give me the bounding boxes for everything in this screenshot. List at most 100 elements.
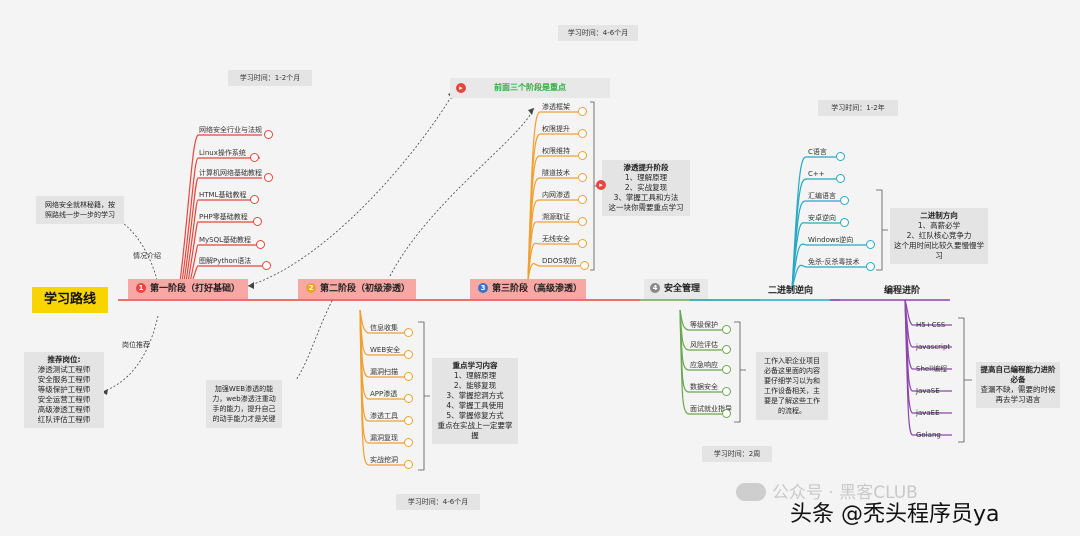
coding-item[interactable]: Shell编程 [916,365,948,373]
stage2-item[interactable]: 信息收集 [370,324,398,332]
manage-item[interactable]: 面试就业指导 [690,405,732,413]
note-line: 这个用时间比较久要慢慢学习 [894,241,984,260]
expand-icon[interactable] [836,174,845,183]
expand-icon[interactable] [578,151,587,160]
reverse-note: 二进制方向 1、高薪必学 2、红队核心竞争力 这个用时间比较久要慢慢学习 [890,208,988,264]
stage3-item[interactable]: 无线安全 [542,235,570,243]
expand-icon[interactable] [262,261,271,270]
reverse-item[interactable]: 免杀-反杀毒技术 [808,258,860,266]
expand-icon[interactable] [722,409,731,418]
coding-item[interactable]: JavaSE [916,387,940,395]
expand-icon[interactable] [840,218,849,227]
wechat-icon [736,483,766,501]
stage1-item[interactable]: 图解Python语法 [199,257,252,265]
expand-icon[interactable] [404,416,413,425]
note-line: 1、理解原理 [624,173,668,182]
job-line: 推荐岗位: [47,355,81,364]
highlight-label: 前面三个阶段是重点 [494,83,566,92]
expand-icon[interactable] [578,173,587,182]
reverse-item[interactable]: 汇编语言 [808,192,836,200]
stage3-item[interactable]: 内网渗透 [542,191,570,199]
expand-icon[interactable] [840,196,849,205]
expand-icon[interactable] [866,240,875,249]
expand-icon[interactable] [250,195,259,204]
stage1-item[interactable]: Linux操作系统 [199,149,246,157]
stage3-item[interactable]: 权限提升 [542,125,570,133]
expand-icon[interactable] [578,217,587,226]
note-line: 4、掌握工具使用 [446,401,504,410]
stage3-item[interactable]: 隧道技术 [542,169,570,177]
coding-note: 提高自己编程能力进阶必备 查漏不缺，需要的时候再去学习语言 [976,362,1060,408]
expand-icon[interactable] [722,345,731,354]
expand-icon[interactable] [404,350,413,359]
manage-item[interactable]: 数据安全 [690,383,718,391]
expand-icon[interactable] [578,107,587,116]
expand-icon[interactable] [578,129,587,138]
stage2-item[interactable]: 漏洞复现 [370,434,398,442]
stage2-item[interactable]: 漏洞扫描 [370,368,398,376]
expand-icon[interactable] [264,173,273,182]
expand-icon[interactable] [866,262,875,271]
expand-icon[interactable] [253,217,262,226]
note-line: 3、掌握挖洞方式 [446,391,504,400]
coding-item[interactable]: Golang [916,431,941,439]
expand-icon[interactable] [578,195,587,204]
expand-icon[interactable] [256,240,265,249]
stage3-item[interactable]: 权限维持 [542,147,570,155]
flag-icon: ▸ [456,83,466,93]
expand-icon[interactable] [404,460,413,469]
stage2-label: 第二阶段（初级渗透） [320,284,411,294]
stage3-item[interactable]: DDOS攻防 [542,257,577,265]
expand-icon[interactable] [404,438,413,447]
stage3-label: 第三阶段（高级渗透） [492,284,583,294]
manage-item[interactable]: 等级保护 [690,321,718,329]
reverse-item[interactable]: C++ [808,170,825,178]
expand-icon[interactable] [404,394,413,403]
stage3-item[interactable]: 溯源取证 [542,213,570,221]
job-line: 等级保护工程师 [37,385,91,394]
expand-icon[interactable] [722,387,731,396]
manage-note: 工作入职企业项目必备这里面的内容要仔细学习以为和工作设备相关，主要是了解这些工作… [756,352,828,420]
stage1-item[interactable]: 网络安全行业与法规 [199,126,262,134]
expand-icon[interactable] [404,372,413,381]
coding-item[interactable]: javascript [916,343,951,351]
reverse-item[interactable]: Windows逆向 [808,236,854,244]
stage1-item[interactable]: HTML基础教程 [199,191,247,199]
stage1-item[interactable]: PHP零基础教程 [199,213,248,221]
stage1-item[interactable]: MySQL基础教程 [199,236,252,244]
expand-icon[interactable] [722,325,731,334]
coding-item[interactable]: H5+CSS [916,321,946,329]
root-node[interactable]: 学习路线 [32,287,108,313]
expand-icon[interactable] [722,365,731,374]
manage-item[interactable]: 风险评估 [690,341,718,349]
expand-icon[interactable] [578,239,587,248]
expand-icon[interactable] [836,152,845,161]
stage3-node[interactable]: 3 第三阶段（高级渗透） [470,279,586,299]
manage-item[interactable]: 应急响应 [690,361,718,369]
reverse-item[interactable]: 安卓逆向 [808,214,836,222]
job-link-label: 岗位推荐 [122,341,150,349]
expand-icon[interactable] [580,261,589,270]
note-line: 1、高薪必学 [917,221,961,230]
coding-node[interactable]: 编程进阶 [884,286,921,296]
note-line: 渗透提升阶段 [623,163,669,172]
stage1-item[interactable]: 计算机网络基础教程 [199,169,262,177]
expand-icon[interactable] [404,328,413,337]
stage2-item[interactable]: 实战挖洞 [370,456,398,464]
coding-item[interactable]: javaEE [916,409,940,417]
stage2-item[interactable]: WEB安全 [370,346,401,354]
stage2-item[interactable]: APP渗透 [370,390,398,398]
stage3-number-icon: 3 [478,283,488,293]
highlight-banner: ▸ 前面三个阶段是重点 [450,78,610,98]
expand-icon[interactable] [264,130,273,139]
time-tag-stage2: 学习时间：4-6个月 [396,494,480,510]
expand-icon[interactable] [250,153,259,162]
reverse-item[interactable]: C语言 [808,148,827,156]
stage2-item[interactable]: 渗透工具 [370,412,398,420]
stage3-item[interactable]: 渗透框架 [542,103,570,111]
reverse-node[interactable]: 二进制逆向 [768,286,814,296]
